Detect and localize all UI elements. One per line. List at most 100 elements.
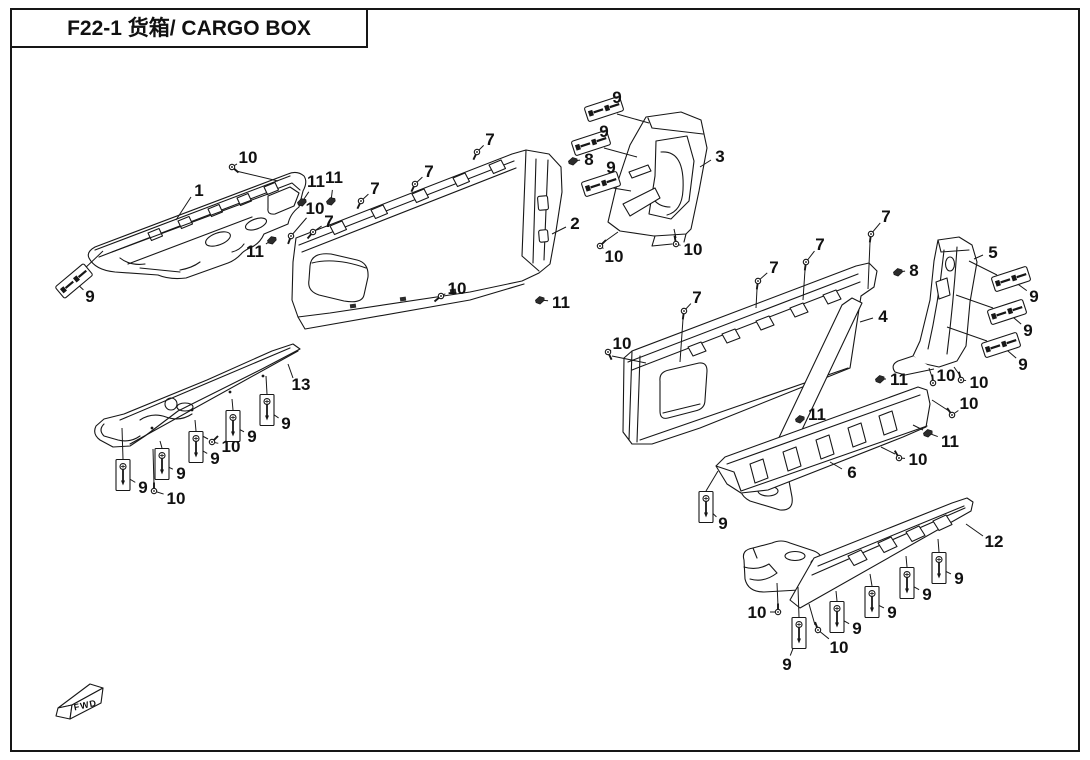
callout-label-9: 9 <box>782 655 791 674</box>
callout-label-9: 9 <box>599 122 608 141</box>
leader-line <box>194 419 197 432</box>
fastener-screw-icon <box>208 435 219 446</box>
part-6-drawing <box>715 386 931 494</box>
leader-line <box>231 398 234 411</box>
leader-line <box>797 586 800 618</box>
leader-line <box>802 269 806 301</box>
leader-line <box>603 147 638 158</box>
fastener-screw-icon <box>472 148 481 161</box>
page-title: F22-1 货箱/ CARGO BOX <box>67 16 311 40</box>
fastener-clip-icon <box>795 415 805 424</box>
fastener-screw-icon <box>410 180 419 193</box>
callout-label-11: 11 <box>307 172 325 191</box>
part-label-4: 4 <box>878 307 888 326</box>
fastener-screw-icon <box>672 235 680 248</box>
part-13-drawing <box>94 343 301 448</box>
fastener-screw-icon <box>774 603 782 616</box>
callout-label-9: 9 <box>718 514 727 533</box>
leader-line <box>551 226 567 235</box>
callout-label-11: 11 <box>941 432 959 451</box>
callout-label-11: 11 <box>246 242 264 261</box>
fastener-screw-box-icon <box>225 409 241 443</box>
fastener-clip-icon <box>267 236 277 245</box>
fastener-screw-kit-box-icon <box>991 266 1031 292</box>
part-label-6: 6 <box>847 463 856 482</box>
fastener-clip-icon <box>568 157 578 166</box>
callout-label-10: 10 <box>909 450 928 469</box>
leader-line <box>931 399 950 412</box>
fastener-screw-kit-box-icon <box>981 332 1021 358</box>
callout-label-10: 10 <box>613 334 632 353</box>
fastener-screw-box-icon <box>864 585 880 619</box>
leader-line <box>829 461 843 470</box>
callout-label-9: 9 <box>954 569 963 588</box>
fastener-screw-icon <box>596 239 607 250</box>
callout-label-11: 11 <box>552 293 570 312</box>
fastener-screw-icon <box>433 292 445 303</box>
fastener-screw-icon <box>287 232 295 245</box>
callout-label-10: 10 <box>830 638 849 657</box>
callout-label-11: 11 <box>890 370 908 389</box>
fastener-screw-icon <box>957 371 965 384</box>
leader-line <box>235 170 279 182</box>
leader-line <box>611 355 647 364</box>
callout-label-10: 10 <box>684 240 703 259</box>
fastener-screw-box-icon <box>899 566 915 600</box>
leader-line <box>673 228 677 239</box>
leader-line <box>880 446 896 455</box>
leader-line <box>869 573 873 587</box>
part-2-drawing <box>291 149 563 330</box>
leader-line <box>705 470 719 492</box>
leader-line <box>973 254 984 260</box>
fastener-screw-icon <box>754 277 762 290</box>
fastener-screw-kit-box-icon <box>581 171 621 197</box>
leader-line <box>612 187 632 192</box>
part-label-2: 2 <box>570 214 579 233</box>
leader-line <box>946 326 988 342</box>
leader-line <box>937 538 940 553</box>
page-border <box>10 8 1080 752</box>
fastener-screw-icon <box>228 163 240 174</box>
callout-label-9: 9 <box>606 158 615 177</box>
fastener-screw-box-icon <box>698 490 714 524</box>
leader-line <box>679 318 684 363</box>
callout-label-9: 9 <box>1018 355 1027 374</box>
callout-label-9: 9 <box>1023 321 1032 340</box>
part-label-5: 5 <box>988 243 997 262</box>
fastener-screw-icon <box>814 621 822 634</box>
fastener-screw-icon <box>867 230 875 243</box>
leader-line <box>905 555 908 568</box>
callout-label-9: 9 <box>210 449 219 468</box>
fastener-clip-icon <box>923 429 933 438</box>
fastener-screw-icon <box>929 374 937 387</box>
leader-line <box>121 427 124 460</box>
callout-label-9: 9 <box>922 585 931 604</box>
part-5-drawing <box>892 236 978 376</box>
fastener-clip-icon <box>326 197 336 206</box>
callout-label-7: 7 <box>881 207 890 226</box>
leader-line <box>175 196 192 221</box>
fastener-clip-icon <box>535 296 545 305</box>
fastener-clip-icon <box>893 268 903 277</box>
leader-line <box>699 159 712 168</box>
part-12-drawing <box>742 497 974 609</box>
part-1-drawing <box>87 171 307 280</box>
callout-label-11: 11 <box>808 405 826 424</box>
callout-label-10: 10 <box>937 366 956 385</box>
part-label-12: 12 <box>985 532 1004 551</box>
part-label-1: 1 <box>194 181 203 200</box>
leader-line <box>955 294 994 309</box>
fastener-screw-icon <box>150 482 158 495</box>
leader-line <box>265 375 268 395</box>
fastener-screw-box-icon <box>115 458 131 492</box>
callout-label-10: 10 <box>605 247 624 266</box>
fastener-clip-icon <box>297 198 307 207</box>
callout-label-9: 9 <box>281 414 290 433</box>
fastener-screw-box-icon <box>931 551 947 585</box>
callout-label-9: 9 <box>852 619 861 638</box>
callout-label-7: 7 <box>324 212 333 231</box>
fastener-screw-kit-box-icon <box>584 96 624 122</box>
fwd-label: FWD <box>73 698 98 713</box>
